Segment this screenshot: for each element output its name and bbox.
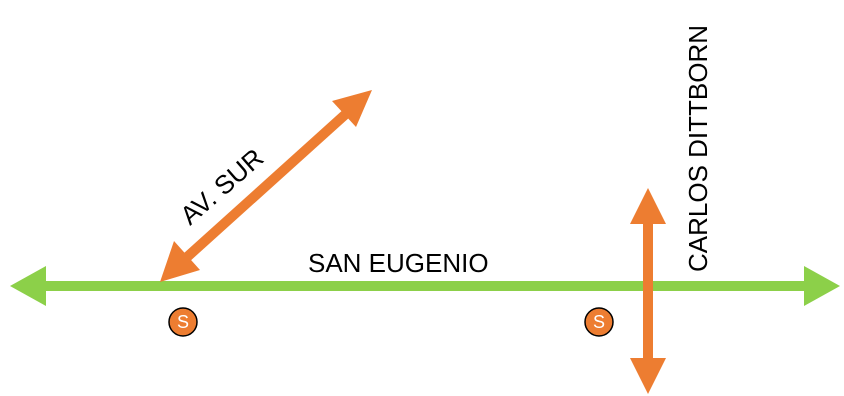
- av-sur-street: [160, 90, 372, 282]
- carlos-dittborn-arrow-up: [630, 188, 666, 224]
- station-label: S: [593, 312, 605, 332]
- station-marker: S: [584, 307, 614, 337]
- carlos-dittborn-street: [630, 188, 666, 394]
- san-eugenio-label: SAN EUGENIO: [308, 248, 489, 278]
- av-sur-shaft: [182, 108, 352, 262]
- av-sur-arrow-upper: [332, 90, 372, 127]
- av-sur-label: AV. SUR: [174, 142, 269, 230]
- carlos-dittborn-label: CARLOS DITTBORN: [683, 25, 713, 272]
- san-eugenio-street: [10, 266, 840, 306]
- station-icon: [584, 307, 614, 337]
- station-marker: S: [168, 307, 198, 337]
- san-eugenio-arrow-right: [804, 266, 840, 306]
- san-eugenio-arrow-left: [10, 266, 46, 306]
- av-sur-arrow-lower: [160, 241, 200, 282]
- carlos-dittborn-arrow-down: [630, 358, 666, 394]
- station-label: S: [177, 312, 189, 332]
- station-icon: [168, 307, 198, 337]
